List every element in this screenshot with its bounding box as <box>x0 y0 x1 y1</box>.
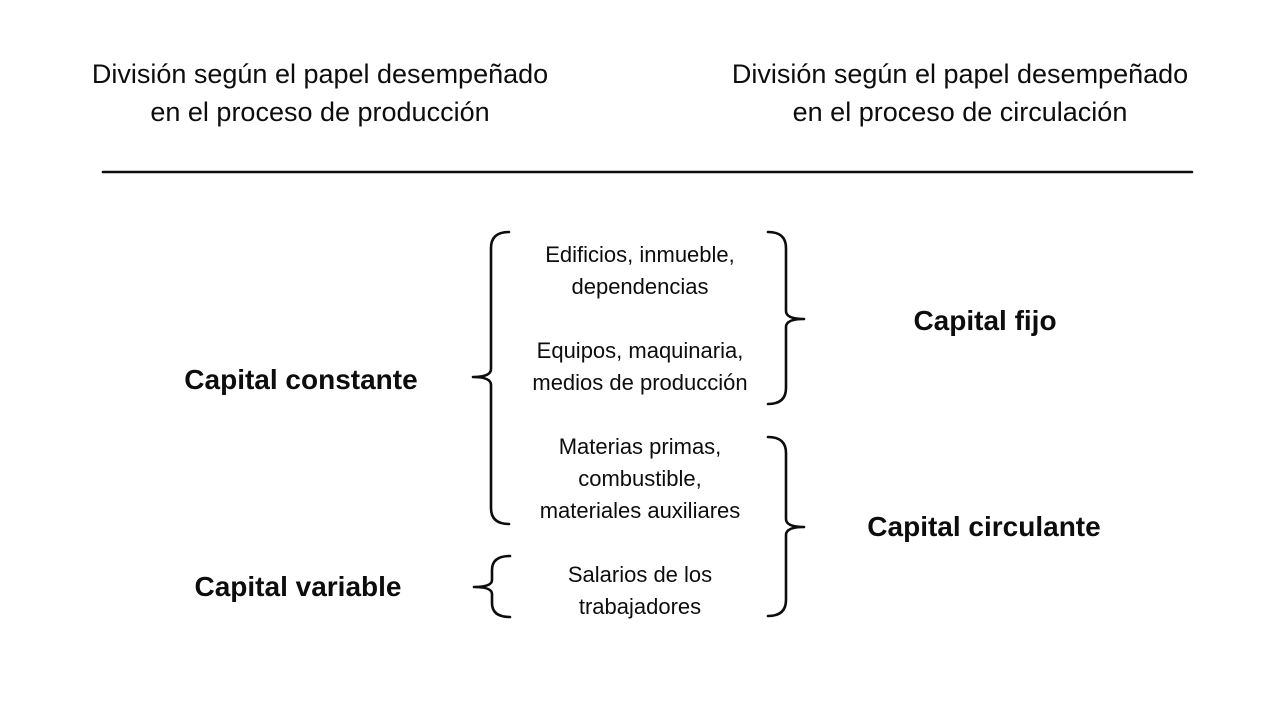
label-capital-circulante: Capital circulante <box>867 511 1101 542</box>
brace-capital-fijo <box>766 230 806 406</box>
item-edificios-inmueble: Edificios, inmueble, dependencias <box>545 242 735 299</box>
label-capital-fijo: Capital fijo <box>913 305 1057 336</box>
header-circulation: División según el papel desempeñado en e… <box>731 59 1189 127</box>
label-capital-constante: Capital constante <box>184 364 418 395</box>
item-salarios: Salarios de los trabajadores <box>567 562 713 619</box>
header-production: División según el papel desempeñado en e… <box>91 59 549 127</box>
item-materias-primas: Materias primas, combustible, materiales… <box>539 434 741 523</box>
label-capital-variable: Capital variable <box>194 571 402 602</box>
brace-capital-circulante <box>766 435 806 618</box>
brace-capital-constante <box>471 230 511 526</box>
brace-capital-variable <box>472 554 512 619</box>
item-equipos-maquinaria: Equipos, maquinaria, medios de producció… <box>532 338 748 395</box>
